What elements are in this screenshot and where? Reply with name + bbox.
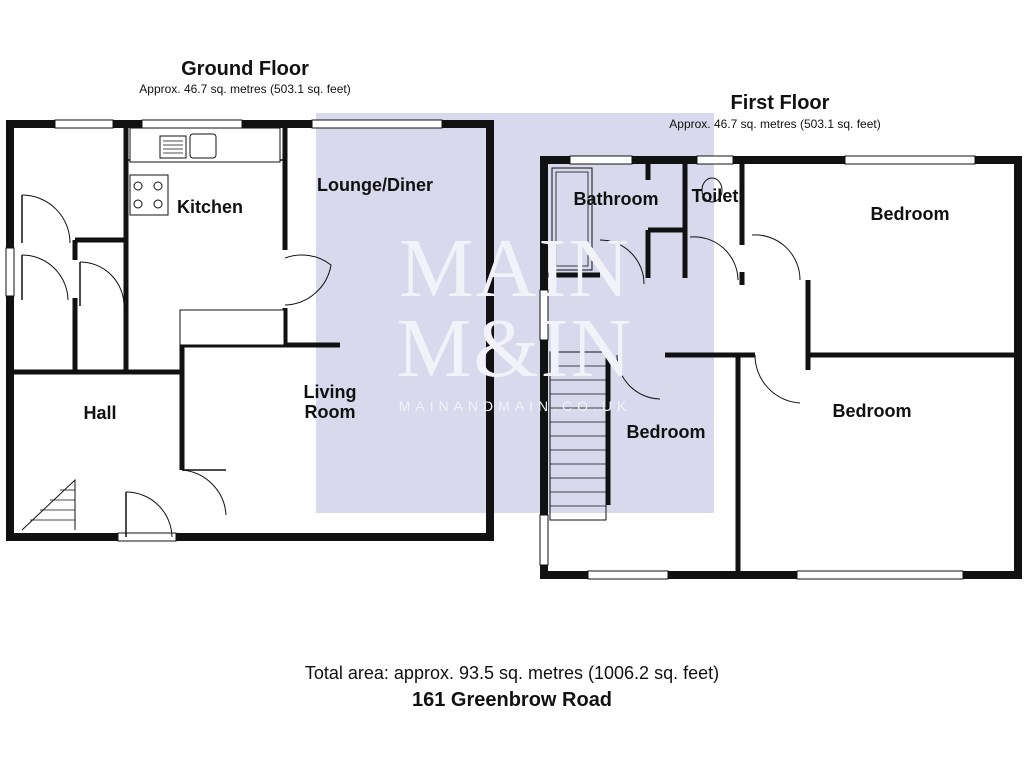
room-living-line2: Room	[304, 402, 356, 422]
first-outer-wall	[540, 156, 1022, 579]
first-floor-title: First Floor	[730, 92, 830, 114]
first-floor-area: Approx. 46.7 sq. metres (503.1 sq. feet)	[669, 117, 881, 131]
room-living-line1: Living	[303, 382, 357, 402]
first-floor-plan	[539, 155, 1022, 580]
total-area: Total area: approx. 93.5 sq. metres (100…	[304, 663, 720, 683]
room-bedroom-1: Bedroom	[870, 204, 950, 224]
ground-floor-area: Approx. 46.7 sq. metres (503.1 sq. feet)	[139, 82, 351, 96]
watermark-line2: M&IN	[396, 302, 634, 395]
address: 161 Greenbrow Road	[411, 689, 613, 711]
watermark-url: MAINANDMAIN.CO.UK	[398, 398, 632, 414]
ground-floor-plan	[5, 119, 494, 542]
room-hall: Hall	[83, 403, 117, 423]
ground-outer-wall	[6, 120, 494, 541]
room-lounge-diner: Lounge/Diner	[317, 175, 433, 195]
room-kitchen: Kitchen	[176, 197, 243, 217]
room-bedroom-3: Bedroom	[626, 422, 706, 442]
watermark-line1: MAIN	[399, 222, 631, 315]
ground-floor-title: Ground Floor	[181, 58, 309, 80]
room-toilet: Toilet	[691, 186, 739, 206]
room-bedroom-2: Bedroom	[832, 401, 912, 421]
room-bathroom: Bathroom	[573, 189, 659, 209]
